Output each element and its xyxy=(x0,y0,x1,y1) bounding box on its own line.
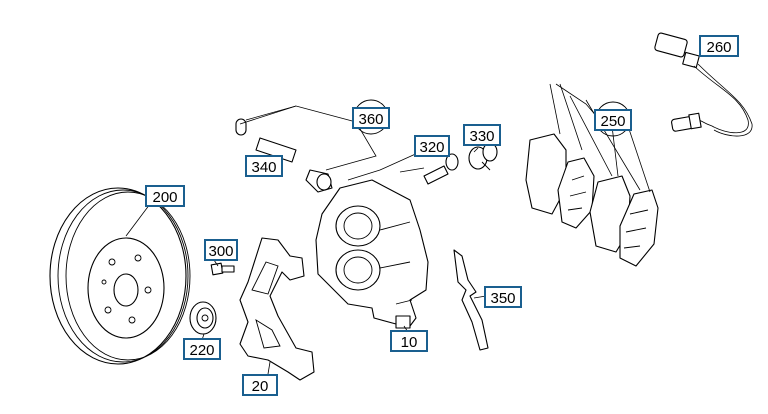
bleed-cap xyxy=(468,142,498,171)
callout-340[interactable]: 340 xyxy=(245,155,283,177)
callout-20[interactable]: 20 xyxy=(242,374,278,396)
spring-clip xyxy=(453,249,489,351)
brake-pads xyxy=(525,83,659,267)
callout-320[interactable]: 320 xyxy=(414,135,450,157)
sleeve xyxy=(189,301,217,335)
callout-220[interactable]: 220 xyxy=(183,338,221,360)
wear-sensor xyxy=(654,32,753,137)
callout-360[interactable]: 360 xyxy=(352,107,390,129)
callout-330[interactable]: 330 xyxy=(463,124,501,146)
callout-200[interactable]: 200 xyxy=(145,185,185,207)
caliper-carrier xyxy=(239,237,315,381)
callout-260[interactable]: 260 xyxy=(699,35,739,57)
caliper xyxy=(315,179,429,329)
callout-300[interactable]: 300 xyxy=(204,239,238,261)
callout-250[interactable]: 250 xyxy=(594,109,632,131)
callout-10[interactable]: 10 xyxy=(390,330,428,352)
callout-350[interactable]: 350 xyxy=(484,286,522,308)
disc-bolt xyxy=(210,262,235,276)
guide-pins xyxy=(235,118,333,193)
bleed-screw xyxy=(423,153,459,185)
brake-disc xyxy=(49,187,191,365)
